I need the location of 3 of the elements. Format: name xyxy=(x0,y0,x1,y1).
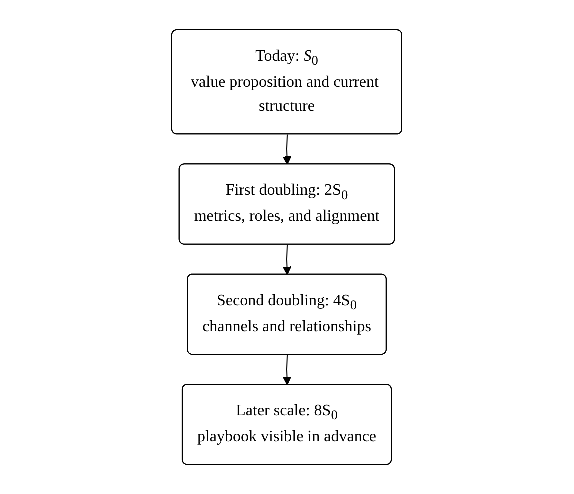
arrow xyxy=(282,134,292,165)
arrow xyxy=(282,354,292,386)
arrow xyxy=(282,244,292,275)
